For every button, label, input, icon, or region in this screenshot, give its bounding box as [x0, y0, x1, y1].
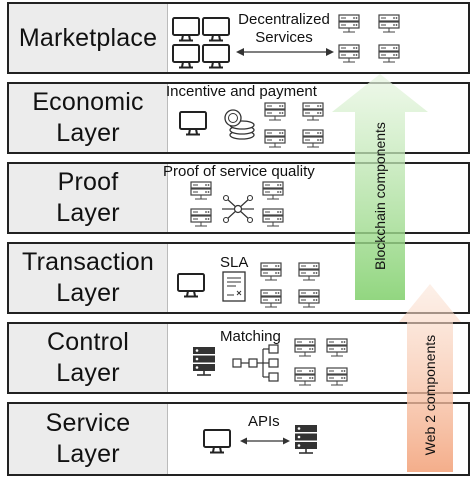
blockchain-arrow — [332, 74, 428, 300]
monitor-icon — [177, 273, 205, 298]
monitor-icon — [172, 17, 230, 69]
network-icon — [222, 194, 254, 224]
layer-label: Proof Layer — [56, 168, 120, 227]
service-caption: APIs — [248, 413, 280, 430]
server-icon — [190, 181, 212, 227]
blockchain-label: Blockchain components — [372, 122, 388, 270]
layer-label: Transaction Layer — [22, 248, 154, 307]
monitor-icon — [179, 111, 207, 136]
layer-label: Control Layer — [47, 328, 129, 387]
server-icon — [264, 102, 324, 148]
layer-marketplace: Marketplace — [7, 2, 470, 74]
web2-arrow — [399, 284, 461, 472]
double-arrow-icon — [240, 437, 290, 445]
web2-label: Web 2 components — [422, 334, 438, 456]
proof-caption: Proof of service quality — [163, 163, 315, 180]
layer-label: Marketplace — [18, 23, 158, 52]
layer-label: Service Layer — [45, 409, 131, 468]
server-icon — [260, 262, 320, 308]
coins-icon — [224, 109, 255, 140]
server-dark-icon — [192, 346, 216, 376]
server-icon — [262, 181, 284, 227]
layer-control: Control Layer — [7, 322, 470, 394]
server-dark-icon — [294, 424, 318, 454]
economic-caption: Incentive and payment — [166, 83, 317, 100]
marketplace-caption: Decentralized Services — [238, 11, 330, 46]
hierarchy-icon — [232, 344, 279, 382]
transaction-caption: SLA — [220, 254, 249, 271]
server-icon — [294, 338, 348, 386]
control-caption: Matching — [220, 328, 281, 345]
server-icon — [338, 14, 400, 63]
double-arrow-icon — [236, 48, 334, 56]
monitor-icon — [203, 429, 231, 454]
document-icon — [222, 271, 246, 302]
layer-service: Service Layer — [7, 402, 470, 476]
layer-label: Economic Layer — [32, 88, 144, 147]
